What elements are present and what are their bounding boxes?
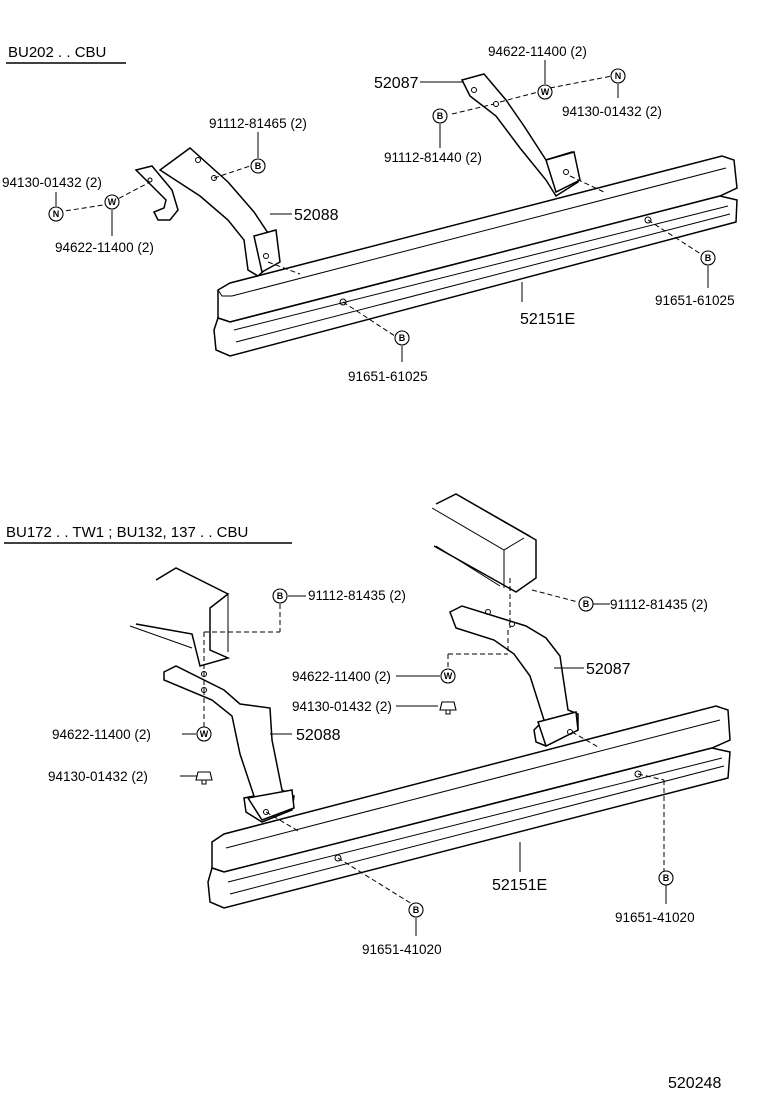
label-bumper: 52151E: [520, 311, 575, 328]
label-bolt-a: 91112-81465 (2): [209, 116, 307, 131]
bolt-icon: B: [578, 596, 594, 612]
washer-icon: W: [537, 84, 553, 100]
svg-text:N: N: [615, 71, 622, 81]
bolt-icon: B: [432, 108, 448, 124]
bolt-icon: B: [658, 870, 674, 886]
svg-text:N: N: [53, 209, 60, 219]
bracket-52088-drawing-2: [163, 665, 295, 823]
nut-icon: [439, 701, 457, 715]
label-washer-b-2: 94622-11400 (2): [52, 727, 151, 742]
label-nut-a-2: 94130-01432 (2): [292, 699, 392, 714]
section-bu202: BU202 . . CBU: [2, 44, 738, 384]
svg-text:W: W: [444, 671, 453, 681]
nut-icon: N: [610, 68, 626, 84]
bracket-52087-drawing: [460, 73, 581, 198]
svg-text:B: B: [437, 111, 444, 121]
section-2-title: BU172 . . TW1 ; BU132, 137 . . CBU: [6, 524, 248, 541]
bolt-icon: B: [250, 158, 266, 174]
svg-text:W: W: [541, 87, 550, 97]
bracket-52088-drawing: [158, 147, 281, 277]
label-bumper-2: 52151E: [492, 877, 547, 894]
bracket-52087-drawing-2: [449, 605, 579, 748]
label-bolt-d: 91651-61025: [655, 293, 735, 308]
svg-text:B: B: [663, 873, 670, 883]
bumper-52151e-drawing: [213, 155, 738, 357]
label-bolt-b: 91112-81440 (2): [384, 150, 482, 165]
label-bolt-b-2: 91112-81435 (2): [610, 597, 708, 612]
frame-rail-right-drawing: [431, 493, 537, 593]
bolt-hole-left: [339, 298, 347, 306]
label-bolt-a-2: 91112-81435 (2): [308, 588, 406, 603]
label-bracket-right-2: 52087: [586, 661, 631, 678]
section-1-title: BU202 . . CBU: [8, 44, 106, 61]
label-bracket-left-2: 52088: [296, 727, 341, 744]
bumper-52151e-drawing-2: [207, 705, 731, 909]
nut-icon: [195, 771, 213, 785]
label-nut-a: 94130-01432 (2): [2, 175, 102, 190]
section-bu172: BU172 . . TW1 ; BU132, 137 . . CBU: [4, 493, 731, 957]
washer-icon: W: [440, 668, 456, 684]
figure-code: 520248: [668, 1075, 721, 1092]
label-bracket-left: 52088: [294, 207, 339, 224]
label-bracket-right: 52087: [374, 75, 419, 92]
frame-rail-left-drawing: [129, 567, 231, 667]
svg-text:W: W: [108, 197, 117, 207]
bolt-hole-right: [644, 216, 652, 224]
bolt-icon: B: [408, 902, 424, 918]
label-nut-b-2: 94130-01432 (2): [48, 769, 148, 784]
svg-text:B: B: [705, 253, 712, 263]
label-bolt-c-2: 91651-41020: [362, 942, 442, 957]
label-washer-b: 94622-11400 (2): [488, 44, 587, 59]
label-bolt-d-2: 91651-41020: [615, 910, 695, 925]
nut-icon: N: [48, 206, 64, 222]
label-washer-a-2: 94622-11400 (2): [292, 669, 391, 684]
svg-text:W: W: [200, 729, 209, 739]
svg-text:B: B: [277, 591, 284, 601]
svg-text:B: B: [583, 599, 590, 609]
bolt-icon: B: [272, 588, 288, 604]
label-bolt-c: 91651-61025: [348, 369, 428, 384]
label-nut-b: 94130-01432 (2): [562, 104, 662, 119]
label-washer-a: 94622-11400 (2): [55, 240, 154, 255]
washer-icon: W: [104, 194, 120, 210]
svg-text:B: B: [255, 161, 262, 171]
washer-icon: W: [196, 726, 212, 742]
bolt-icon: B: [700, 250, 716, 266]
bolt-icon: B: [394, 330, 410, 346]
svg-text:B: B: [399, 333, 406, 343]
svg-text:B: B: [413, 905, 420, 915]
